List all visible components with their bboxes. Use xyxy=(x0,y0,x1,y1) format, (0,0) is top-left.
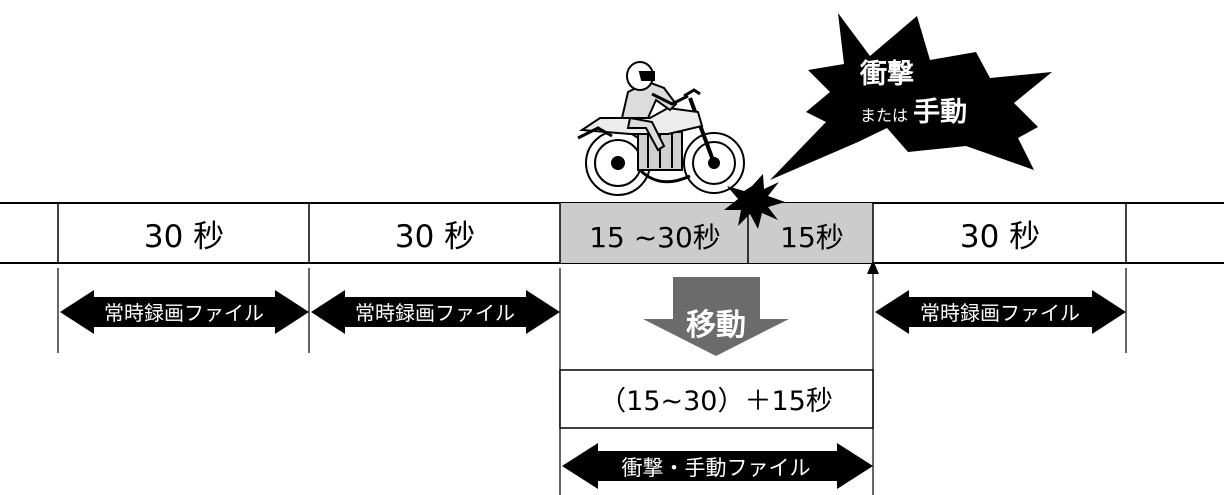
segment-label: 30 秒 xyxy=(395,219,475,255)
timeline-pre-event-segment xyxy=(560,203,873,263)
speech-bubble-burst-icon xyxy=(770,13,1052,180)
motorcycle-rider-illustration xyxy=(577,61,745,196)
event-speech-bubble: 衝撃 または 手動 xyxy=(770,13,1052,180)
segment-label: 30 秒 xyxy=(960,219,1040,255)
down-arrow-icon xyxy=(643,277,789,356)
double-arrow-icon xyxy=(311,290,560,334)
double-arrow-icon xyxy=(562,443,873,489)
file-arrow-3: 常時録画ファイル xyxy=(875,290,1126,334)
event-file-label: 衝撃・手動ファイル xyxy=(622,456,811,480)
bubble-subtitle-small: または xyxy=(860,106,908,125)
segment-label: 30 秒 xyxy=(144,219,224,255)
timeline: 30 秒 30 秒 15 ~30秒 15秒 30 秒 xyxy=(0,202,1224,264)
segment-label: 15秒 xyxy=(780,221,844,254)
bubble-subtitle-large: 手動 xyxy=(913,97,967,128)
file-arrow-label: 常時録画ファイル xyxy=(920,301,1080,325)
move-arrow: 移動 xyxy=(643,277,789,356)
double-arrow-icon xyxy=(60,290,309,334)
segment-label: 15 ~30秒 xyxy=(589,221,721,254)
file-arrow-2: 常時録画ファイル xyxy=(311,290,560,334)
bubble-title: 衝撃 xyxy=(859,59,914,90)
file-arrow-label: 常時録画ファイル xyxy=(355,301,515,325)
result-formula: （15~30）＋15秒 xyxy=(599,386,833,417)
result-box-frame xyxy=(559,369,874,429)
file-arrow-1: 常時録画ファイル xyxy=(60,290,309,334)
double-arrow-icon xyxy=(875,290,1126,334)
file-arrow-label: 常時録画ファイル xyxy=(104,301,264,325)
impact-burst-icon xyxy=(724,174,785,229)
event-point-arrow-icon xyxy=(867,260,879,274)
event-file-arrow: 衝撃・手動ファイル xyxy=(562,443,873,489)
result-box: （15~30）＋15秒 xyxy=(559,369,874,429)
move-label: 移動 xyxy=(686,308,746,343)
bubble-subtitle: または 手動 xyxy=(860,97,967,128)
